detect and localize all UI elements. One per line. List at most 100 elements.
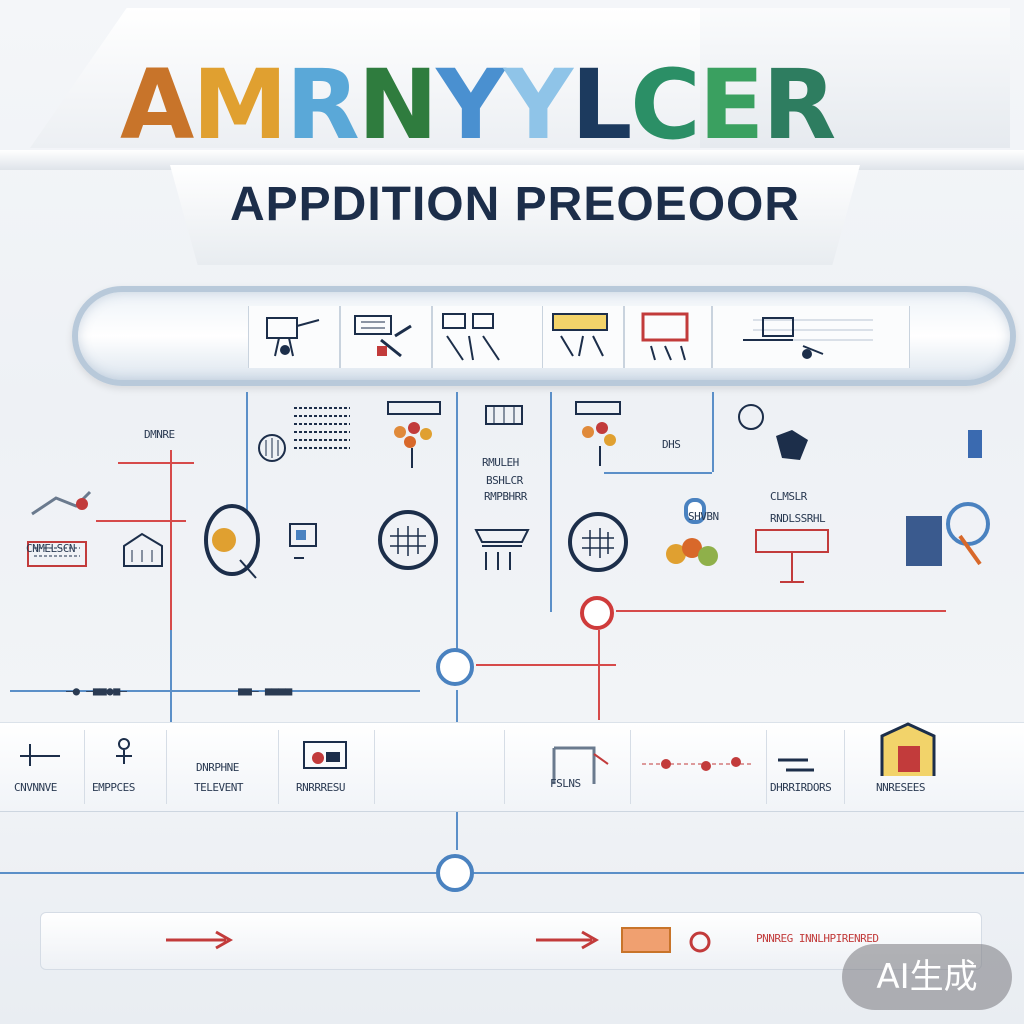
connector-line bbox=[246, 392, 248, 512]
arrow-icon bbox=[166, 930, 234, 950]
title-letter: L bbox=[571, 49, 632, 161]
tube-cell-1 bbox=[248, 306, 340, 368]
ai-watermark: AI生成 bbox=[842, 944, 1012, 1010]
person-icon bbox=[116, 738, 132, 764]
step-cell-2[interactable]: EMPPCES bbox=[86, 730, 167, 804]
step-cell-6[interactable]: FSLNS bbox=[506, 730, 631, 804]
tube-cell-5 bbox=[624, 306, 712, 368]
connector-line bbox=[456, 392, 458, 652]
connector-line bbox=[10, 690, 420, 692]
globe-icon bbox=[378, 510, 438, 570]
map-icon bbox=[776, 430, 808, 460]
process-node-small[interactable] bbox=[684, 498, 706, 524]
title-letter: E bbox=[698, 49, 765, 161]
house-icon bbox=[123, 532, 163, 567]
step-cell-4[interactable]: RNRRRESU bbox=[280, 730, 375, 804]
factory-icon bbox=[474, 529, 530, 570]
title-letter: Y bbox=[503, 49, 574, 161]
connector-line bbox=[712, 392, 714, 472]
connector-line bbox=[0, 872, 1024, 874]
title-banner bbox=[30, 8, 720, 148]
connector-line-red bbox=[616, 610, 946, 612]
network-icon bbox=[642, 757, 752, 771]
step-label: TELEVENT bbox=[194, 781, 243, 794]
label: DHS bbox=[662, 438, 681, 451]
tube-cell-4 bbox=[542, 306, 624, 368]
connector-line bbox=[604, 472, 712, 474]
process-node-blue[interactable] bbox=[436, 854, 474, 892]
connector-line-red bbox=[96, 520, 186, 522]
globe-icon bbox=[568, 512, 628, 572]
step-label: CNVNNVE bbox=[14, 781, 57, 794]
connector-line-red bbox=[598, 630, 600, 720]
machine-icon bbox=[266, 317, 320, 357]
panel-icon bbox=[552, 313, 608, 357]
label: RMPBHRR bbox=[484, 490, 527, 503]
tube-cell-2 bbox=[340, 306, 432, 368]
title-letter: A bbox=[120, 49, 194, 161]
label: BSHLCR bbox=[486, 474, 523, 487]
box-icon bbox=[880, 722, 936, 776]
arrow-icon bbox=[536, 930, 600, 950]
subtitle: APPDITION PREOEOOR bbox=[229, 178, 801, 231]
target-icon bbox=[689, 931, 711, 953]
step-cell-1[interactable]: CNVNNVE bbox=[8, 730, 85, 804]
document-icon bbox=[294, 407, 350, 449]
step-label: DHRRIRDORS bbox=[770, 781, 832, 794]
process-node-red[interactable] bbox=[580, 596, 614, 630]
connector-line bbox=[550, 392, 552, 612]
step-label: DNRPHNE bbox=[196, 761, 239, 774]
main-title: AMRNYYLCER bbox=[120, 49, 920, 161]
label-mid: ■■– ■■■■ bbox=[238, 684, 292, 698]
label: RNDLSSRHL bbox=[770, 512, 826, 525]
connector-line-red bbox=[118, 462, 194, 464]
building-icon bbox=[442, 313, 500, 361]
step-cell-3[interactable]: DNRPHNE TELEVENT bbox=[168, 730, 279, 804]
label-mid-left: –● –■■●■– bbox=[66, 684, 127, 698]
box-icon bbox=[621, 927, 671, 953]
food-icon bbox=[666, 538, 718, 566]
step-cell-5[interactable] bbox=[376, 730, 505, 804]
crane-icon bbox=[552, 746, 609, 784]
tube-cell-6 bbox=[712, 306, 910, 368]
tree-icon bbox=[387, 401, 441, 468]
step-label: FSLNS bbox=[550, 777, 581, 790]
title-letter: C bbox=[630, 49, 700, 161]
frame-icon bbox=[641, 312, 689, 361]
step-cell-7[interactable] bbox=[632, 730, 767, 804]
figure-icon bbox=[968, 430, 982, 458]
title-letter: M bbox=[192, 49, 288, 161]
sign-icon bbox=[755, 529, 829, 583]
step-cell-8[interactable]: DHRRIRDORS bbox=[768, 730, 845, 804]
step-cell-9[interactable]: NNRESEES bbox=[846, 722, 966, 804]
step-label: NNRESEES bbox=[876, 781, 925, 794]
badge-icon bbox=[738, 404, 764, 430]
tree-icon bbox=[575, 401, 621, 466]
lamp-icon bbox=[204, 504, 260, 579]
worker-icon bbox=[906, 502, 990, 566]
label: SHVBN bbox=[688, 510, 719, 523]
tube-cell-3 bbox=[432, 306, 544, 368]
rack-icon bbox=[354, 315, 412, 358]
label-bottom-right: PNNREG INNLHPIRENRED bbox=[756, 932, 879, 945]
pipe-icon bbox=[20, 744, 60, 766]
label: CLMSLR bbox=[770, 490, 807, 503]
process-node-blue[interactable] bbox=[436, 648, 474, 686]
connector-line-red bbox=[170, 450, 172, 630]
monitor-icon bbox=[303, 741, 347, 769]
title-letter: Y bbox=[436, 49, 506, 161]
title-letter: R bbox=[285, 49, 360, 161]
step-label: RNRRRESU bbox=[296, 781, 345, 794]
connector-line-red bbox=[476, 664, 616, 666]
step-label: EMPPCES bbox=[92, 781, 135, 794]
step-row bbox=[0, 722, 1024, 812]
device-icon bbox=[289, 523, 317, 559]
subtitle-banner bbox=[170, 165, 860, 265]
title-banner-right bbox=[700, 8, 1010, 148]
network-icon bbox=[743, 317, 873, 359]
label-top-left: DMNRE bbox=[144, 428, 175, 441]
factory-icon bbox=[27, 541, 87, 567]
bird-icon bbox=[31, 490, 92, 516]
grid-circle-icon bbox=[258, 434, 286, 462]
title-letter: N bbox=[357, 49, 438, 161]
